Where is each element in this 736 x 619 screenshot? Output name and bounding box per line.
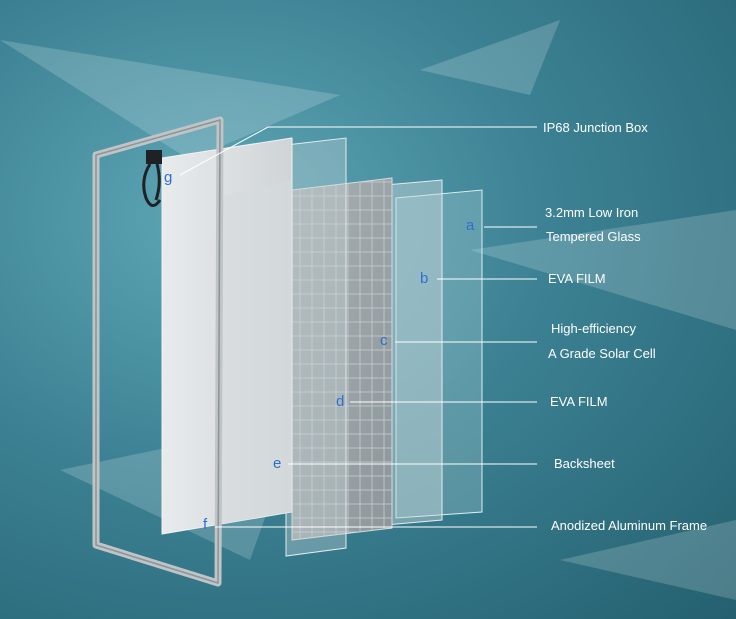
label-c-line2: A Grade Solar Cell <box>548 346 656 361</box>
label-a-line1: 3.2mm Low Iron <box>545 205 639 220</box>
label-a-line2: Tempered Glass <box>546 229 641 244</box>
layer-letter-d: d <box>336 393 345 410</box>
layer-letter-g: g <box>164 169 173 186</box>
label-g: IP68 Junction Box <box>543 120 648 135</box>
layer-letter-e: e <box>273 455 282 472</box>
aluminum-frame <box>92 116 224 587</box>
label-d: EVA FILM <box>550 394 608 409</box>
layer-letter-c: c <box>380 332 388 349</box>
solar-cell-grid <box>292 178 392 540</box>
label-f: Anodized Aluminum Frame <box>551 518 708 533</box>
junction-box <box>142 150 162 207</box>
label-c-line1: High-efficiency <box>551 321 637 336</box>
layer-letter-a: a <box>466 217 475 234</box>
backsheet-shadow <box>222 180 292 524</box>
eva-film-layer-bottom <box>285 137 347 557</box>
layer-letter-b: b <box>420 270 429 287</box>
leader-lines <box>179 126 537 528</box>
layer-letter-f: f <box>203 516 208 533</box>
label-e: Backsheet <box>554 456 615 471</box>
tempered-glass-layer <box>395 189 483 519</box>
leader-line-g-diagonal <box>179 126 269 176</box>
label-b: EVA FILM <box>548 271 606 286</box>
